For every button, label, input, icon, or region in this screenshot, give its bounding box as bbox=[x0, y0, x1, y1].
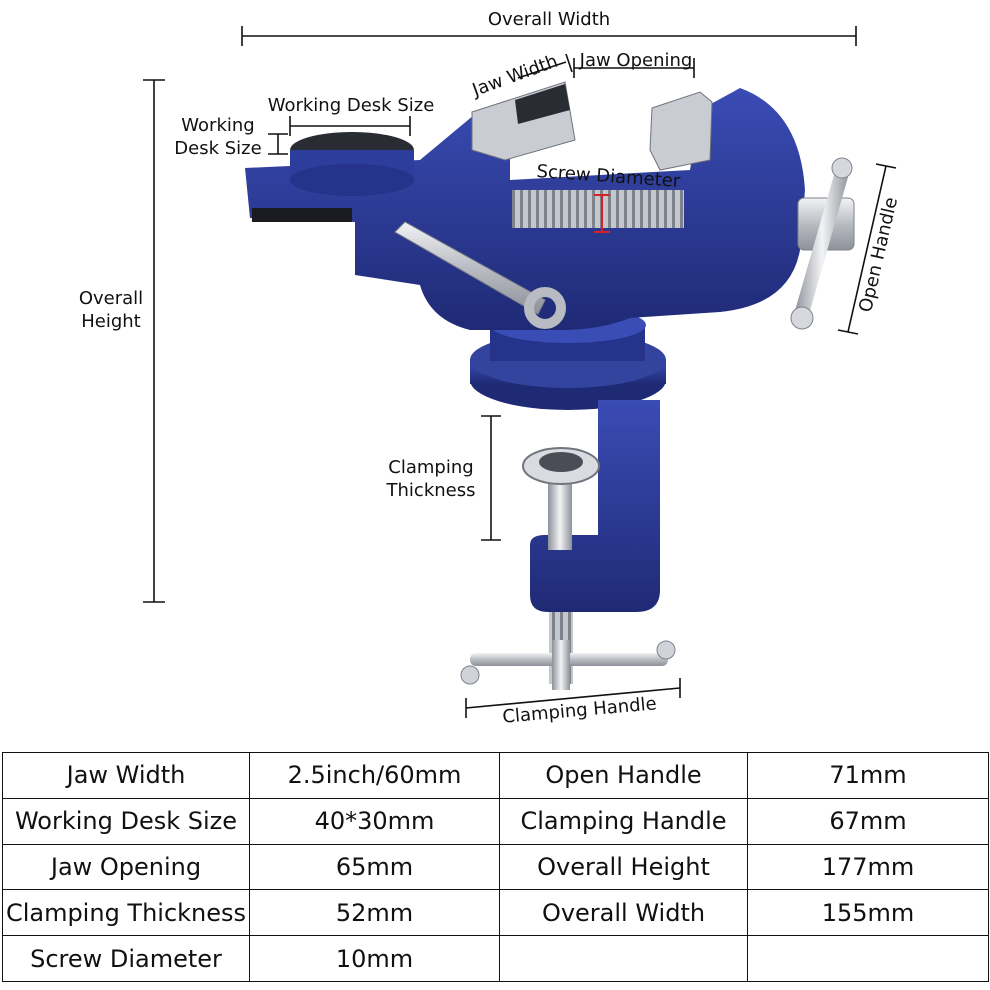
lock-lever bbox=[394, 221, 566, 329]
open-handle-bar bbox=[790, 157, 855, 330]
spec-value: 10mm bbox=[249, 935, 500, 982]
clamping-handle-bar bbox=[460, 640, 676, 690]
label-working-desk-size-side-line1: Working bbox=[181, 115, 254, 136]
label-overall-width: Overall Width bbox=[488, 9, 610, 30]
spec-label: Jaw Width bbox=[2, 752, 250, 799]
working-desk bbox=[252, 132, 414, 222]
label-working-desk-size-side-line2: Desk Size bbox=[174, 138, 261, 159]
label-overall-height-line1: Overall bbox=[79, 288, 143, 309]
clamp-frame bbox=[530, 400, 660, 612]
dimension-jaw-width bbox=[517, 53, 573, 79]
spec-label: Screw Diameter bbox=[2, 935, 250, 982]
table-row: Working Desk Size 40*30mm Clamping Handl… bbox=[2, 797, 989, 845]
label-clamping-handle: Clamping Handle bbox=[502, 693, 658, 727]
spec-value: 177mm bbox=[747, 843, 989, 891]
dimension-working-desk-side bbox=[268, 133, 288, 155]
table-row: Jaw Width 2.5inch/60mm Open Handle 71mm bbox=[2, 752, 989, 799]
spec-value: 52mm bbox=[249, 889, 500, 937]
spec-label: Clamping Thickness bbox=[2, 889, 250, 937]
dimension-open-handle bbox=[837, 163, 897, 335]
spec-value: 155mm bbox=[747, 889, 989, 937]
spec-label bbox=[499, 935, 748, 982]
label-overall-height-line2: Height bbox=[81, 311, 141, 332]
spec-value: 65mm bbox=[249, 843, 500, 891]
dimension-working-desk-top bbox=[289, 116, 411, 136]
dimension-clamping-handle bbox=[465, 678, 681, 718]
vise-diagram: Overall Width Overall Height Working Des… bbox=[79, 9, 902, 728]
spec-value: 40*30mm bbox=[249, 797, 500, 845]
jaws bbox=[471, 81, 713, 171]
clamp-screw bbox=[522, 447, 600, 684]
vise-illustration bbox=[245, 81, 855, 690]
spec-label: Overall Height bbox=[499, 843, 748, 891]
spec-label: Working Desk Size bbox=[2, 797, 250, 845]
spec-label: Overall Width bbox=[499, 889, 748, 937]
dimension-overall-width bbox=[241, 26, 857, 46]
label-clamping-thickness-line1: Clamping bbox=[388, 457, 473, 478]
label-working-desk-size-top: Working Desk Size bbox=[268, 95, 435, 116]
spec-value: 71mm bbox=[747, 752, 989, 799]
table-row: Screw Diameter 10mm bbox=[2, 935, 989, 982]
spec-label: Open Handle bbox=[499, 752, 748, 799]
table-row: Jaw Opening 65mm Overall Height 177mm bbox=[2, 843, 989, 891]
main-screw bbox=[512, 190, 684, 233]
dimension-clamping-thickness bbox=[481, 415, 501, 541]
spec-value bbox=[747, 935, 989, 982]
table-row: Clamping Thickness 52mm Overall Width 15… bbox=[2, 889, 989, 937]
spec-label: Jaw Opening bbox=[2, 843, 250, 891]
spec-table: Jaw Width 2.5inch/60mm Open Handle 71mm … bbox=[2, 752, 989, 982]
dimension-jaw-opening bbox=[573, 58, 695, 78]
label-open-handle: Open Handle bbox=[855, 195, 902, 314]
label-jaw-opening: Jaw Opening bbox=[579, 50, 693, 71]
spec-value: 67mm bbox=[747, 797, 989, 845]
label-clamping-thickness-line2: Thickness bbox=[386, 480, 476, 501]
spec-label: Clamping Handle bbox=[499, 797, 748, 845]
dimension-overall-height bbox=[143, 79, 165, 603]
spec-value: 2.5inch/60mm bbox=[249, 752, 500, 799]
